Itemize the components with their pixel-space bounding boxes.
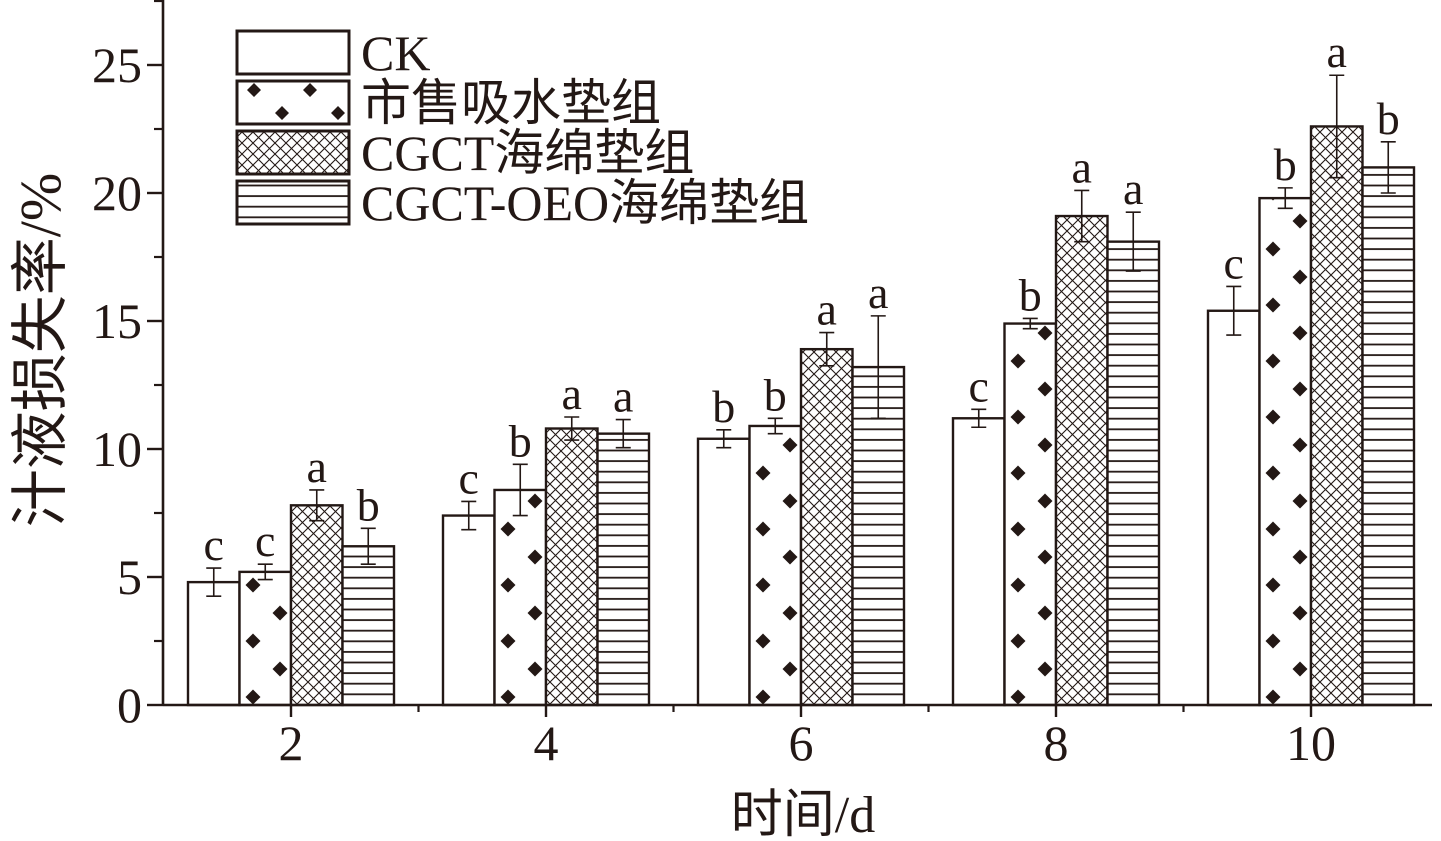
error-bar-series-4-day-6 — [870, 315, 886, 420]
legend-item-cgct-oeo-sponge: CGCT-OEO海绵垫组 — [235, 175, 809, 231]
significance-letter-series-3-day-8: a — [1072, 141, 1092, 192]
error-bar-series-3-day-2 — [309, 489, 325, 522]
error-bar-series-2-day-8 — [1022, 317, 1038, 330]
error-bar-series-1-day-8 — [971, 408, 987, 429]
significance-letter-series-3-day-6: a — [817, 284, 837, 335]
error-bar-series-1-day-2 — [206, 567, 222, 597]
y-axis-title: 汁液损失率/% — [8, 173, 73, 527]
significance-letter-series-1-day-2: c — [204, 519, 224, 570]
error-bar-series-3-day-4 — [564, 416, 580, 441]
x-tick-label: 10 — [1286, 715, 1336, 771]
error-bar-series-2-day-4 — [512, 463, 528, 517]
significance-letter-series-4-day-10: b — [1377, 93, 1400, 144]
error-bar-series-2-day-6 — [767, 417, 783, 435]
legend-swatch-cgct-sponge — [235, 129, 351, 176]
legend-label-cgct-sponge: CGCT海绵垫组 — [361, 125, 694, 181]
significance-letter-series-4-day-2: b — [357, 479, 380, 530]
error-bar-series-1-day-6 — [716, 429, 732, 449]
bar-series-2-day-4 — [493, 488, 548, 707]
significance-letter-series-2-day-6: b — [764, 369, 787, 420]
y-tick-label: 10 — [92, 421, 142, 477]
significance-letter-series-4-day-8: a — [1123, 163, 1143, 214]
y-tick-label: 5 — [117, 549, 142, 605]
error-bar-series-4-day-8 — [1125, 211, 1141, 272]
error-bar-series-4-day-10 — [1380, 141, 1396, 194]
bar-series-2-day-8 — [1003, 322, 1058, 707]
x-axis-title: 时间/d — [731, 787, 875, 841]
bar-series-1-day-6 — [696, 437, 751, 707]
x-tick-label: 4 — [534, 715, 559, 771]
y-tick-label: 15 — [92, 293, 142, 349]
bar-series-3-day-10 — [1309, 125, 1364, 707]
bar-series-4-day-4 — [596, 432, 651, 707]
legend-label-cgct-oeo-sponge: CGCT-OEO海绵垫组 — [361, 175, 809, 231]
bar-series-4-day-6 — [851, 365, 906, 707]
bar-series-3-day-8 — [1054, 214, 1109, 707]
bar-series-1-day-2 — [186, 580, 241, 707]
x-tick-label: 6 — [789, 715, 814, 771]
significance-letter-series-3-day-2: a — [307, 441, 327, 492]
bar-series-2-day-10 — [1258, 196, 1313, 707]
bar-series-4-day-2 — [341, 545, 396, 707]
error-bar-series-2-day-10 — [1277, 187, 1293, 210]
bar-series-1-day-10 — [1206, 309, 1261, 707]
bar-series-4-day-8 — [1106, 240, 1161, 707]
error-bar-series-2-day-2 — [257, 563, 273, 581]
bars-layer — [186, 125, 1416, 707]
error-bar-series-1-day-4 — [461, 500, 477, 531]
significance-letter-series-1-day-4: c — [459, 452, 479, 503]
x-tick-label: 8 — [1044, 715, 1069, 771]
legend: CK 市售吸水垫组 CGCT海绵垫组 CGCT-OEO海绵垫组 — [235, 25, 809, 231]
legend-item-commercial-pad: 市售吸水垫组 — [235, 75, 661, 131]
significance-letter-series-2-day-2: c — [255, 515, 275, 566]
y-tick-label: 20 — [92, 165, 142, 221]
significance-letter-series-1-day-6: b — [712, 381, 735, 432]
significance-letter-series-2-day-4: b — [509, 415, 532, 466]
bar-series-2-day-6 — [748, 424, 803, 707]
legend-label-commercial-pad: 市售吸水垫组 — [361, 75, 661, 131]
error-bar-series-3-day-6 — [819, 331, 835, 367]
y-tick-label: 0 — [117, 677, 142, 733]
bar-series-3-day-2 — [289, 504, 344, 707]
legend-swatch-commercial-pad — [235, 79, 351, 126]
error-bar-series-4-day-4 — [615, 418, 631, 449]
significance-letter-series-3-day-4: a — [562, 368, 582, 419]
error-bar-series-1-day-10 — [1226, 285, 1242, 336]
legend-label-ck: CK — [361, 25, 430, 81]
error-bar-series-3-day-8 — [1074, 189, 1090, 243]
error-bar-series-3-day-10 — [1329, 74, 1345, 179]
legend-swatch-cgct-oeo-sponge — [235, 179, 351, 226]
legend-swatch-ck — [235, 29, 351, 76]
error-bar-series-4-day-2 — [360, 527, 376, 565]
bar-series-1-day-8 — [951, 417, 1006, 707]
error-bars-layer — [206, 74, 1396, 597]
axis-ticks-layer: 0 5 10 15 20 25 2 4 6 8 10 — [92, 0, 1336, 771]
significance-letter-series-2-day-10: b — [1274, 139, 1297, 190]
bar-series-3-day-4 — [544, 427, 599, 707]
legend-item-cgct-sponge: CGCT海绵垫组 — [235, 125, 694, 181]
bar-series-2-day-2 — [238, 570, 293, 707]
y-tick-label: 25 — [92, 37, 142, 93]
bar-series-4-day-10 — [1361, 166, 1416, 707]
x-tick-label: 2 — [279, 715, 304, 771]
legend-item-ck: CK — [235, 25, 430, 81]
significance-letter-series-1-day-10: c — [1224, 237, 1244, 288]
significance-letter-series-1-day-8: c — [969, 360, 989, 411]
significance-letter-series-3-day-10: a — [1327, 26, 1347, 77]
axes — [161, 0, 1432, 707]
bar-series-1-day-4 — [441, 514, 496, 707]
significance-letter-series-4-day-4: a — [613, 371, 633, 422]
significance-letter-series-2-day-8: b — [1019, 269, 1042, 320]
bar-series-3-day-6 — [799, 347, 854, 707]
significance-letter-series-4-day-6: a — [868, 267, 888, 318]
